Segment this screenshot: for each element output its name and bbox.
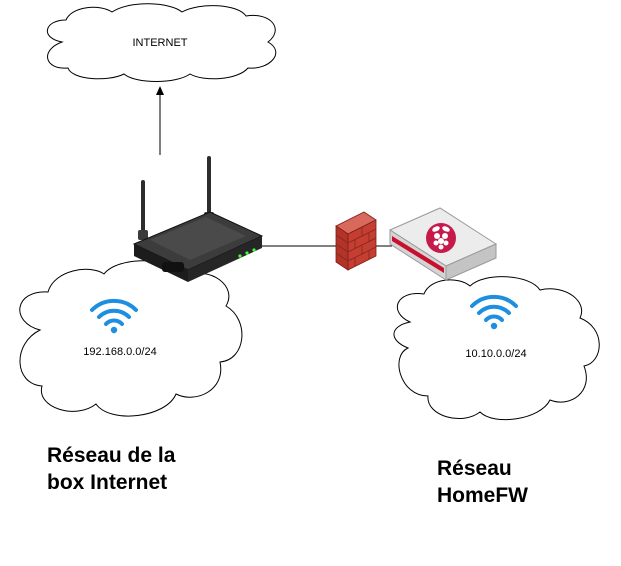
brick-firewall-icon: [335, 211, 377, 271]
internet-cloud: INTERNET: [47, 3, 277, 82]
homefw-network-cloud: 10.10.0.0/24: [393, 276, 600, 421]
wifi-router-icon: [132, 156, 264, 282]
box-network-title-line1: Réseau de la: [47, 444, 176, 467]
uplink-arrow: [156, 86, 164, 155]
raspberry-pi-server-icon: [388, 207, 498, 281]
homefw-network-title: Réseau HomeFW: [437, 455, 577, 509]
box-subnet-label: 192.168.0.0/24: [83, 346, 156, 358]
homefw-subnet-label: 10.10.0.0/24: [465, 348, 526, 360]
box-network-title: Réseau de la box Internet: [47, 442, 217, 496]
box-network-title-line2: box Internet: [47, 471, 168, 494]
wifi-icon: [470, 294, 518, 330]
internet-label: INTERNET: [133, 37, 188, 49]
wifi-icon: [90, 298, 138, 334]
box-network-cloud: 192.168.0.0/24: [19, 260, 243, 417]
homefw-network-title-line1: Réseau: [437, 457, 512, 480]
homefw-network-title-line2: HomeFW: [437, 484, 528, 507]
